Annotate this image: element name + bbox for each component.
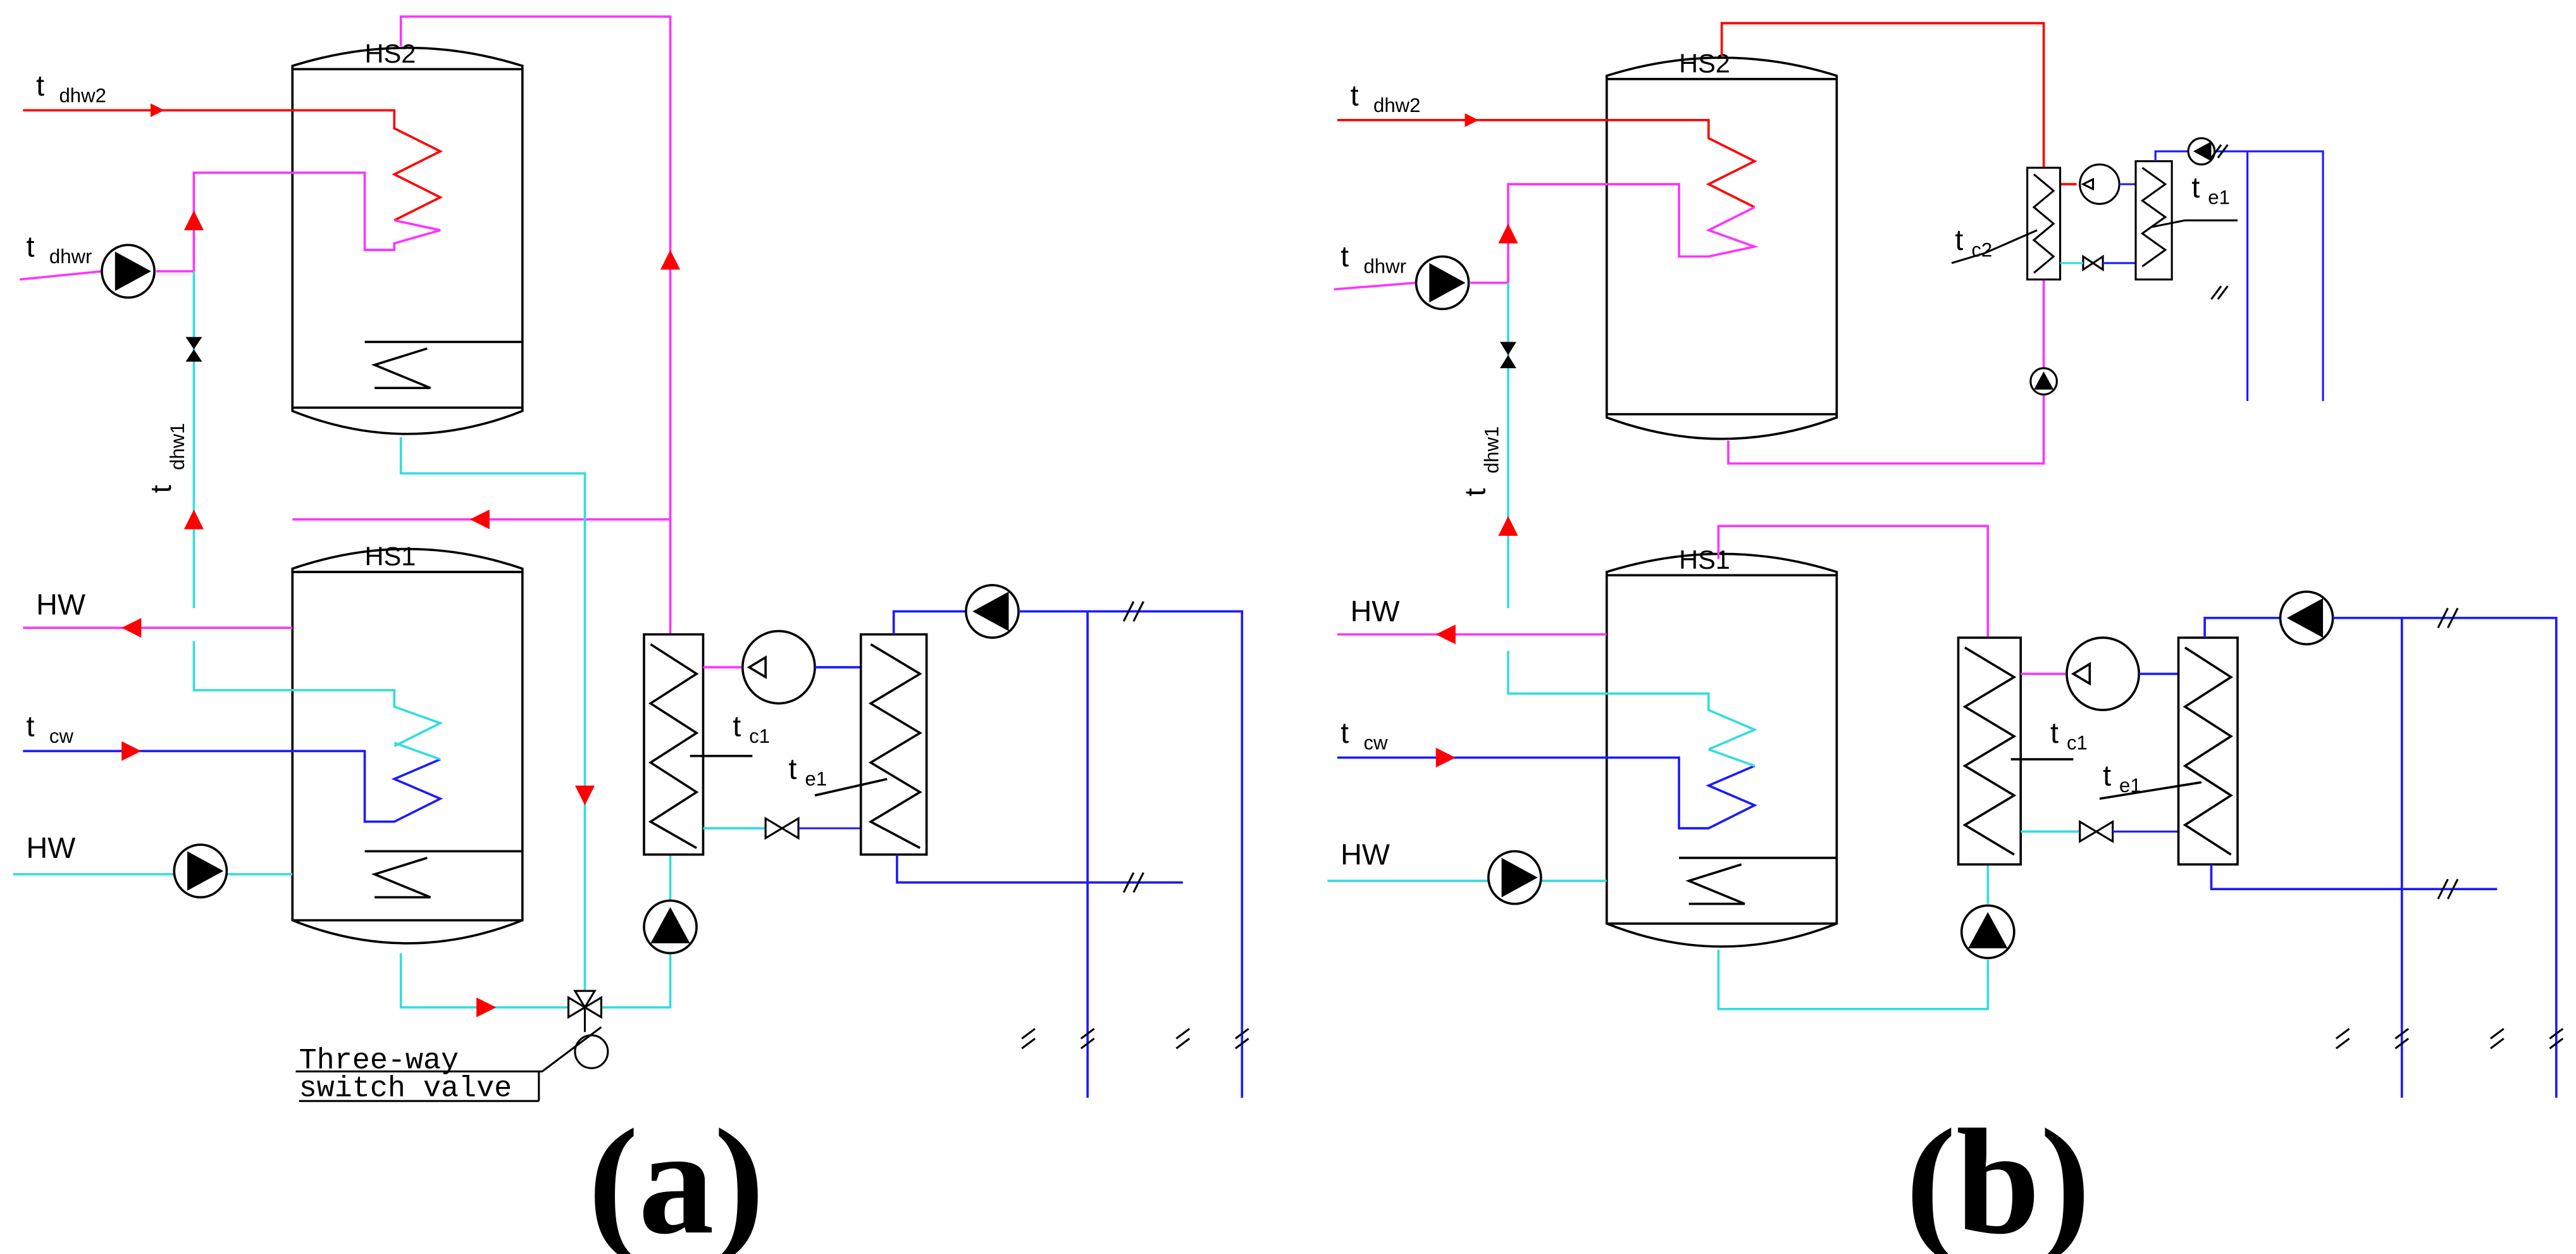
label-t-e1-a: t (789, 752, 797, 785)
dhw1-riser-a (192, 271, 443, 747)
valve-dhw1-b (1500, 342, 1516, 368)
valve-dhw1-a (185, 337, 202, 362)
arrow-right-valve-a (476, 997, 497, 1017)
return-lines-a (399, 437, 672, 1009)
valve-label-line1-a: Three-way (299, 1044, 459, 1077)
label-cw-b: cw (1363, 731, 1388, 754)
label-t-c1-b: t (2050, 716, 2059, 749)
caption-b: (b) (1905, 1098, 2090, 1254)
label-c2-b: c2 (1971, 239, 1992, 261)
label-hs1-a: HS1 (365, 542, 416, 571)
label-e1-b: e1 (2119, 774, 2141, 797)
tank-hs1-a (291, 547, 524, 945)
label-dhw2-a: dhw2 (59, 84, 106, 106)
label-t-e1-b: t (2103, 759, 2111, 792)
label-t-dhw2-a: t (36, 69, 44, 102)
label-hs1-b: HS1 (1679, 545, 1730, 574)
arrow-left-hs1-a (469, 509, 490, 530)
expansion-valve-b (2079, 819, 2179, 843)
ground-breaks-a (1021, 601, 1249, 1050)
arrow-hw-b (1435, 624, 1456, 645)
pump-condenser-b (1960, 904, 2016, 960)
condenser-c1-a (643, 633, 766, 856)
dhw1-riser-b (1507, 282, 1758, 751)
caption-a: (a) (588, 1098, 765, 1254)
label-cw-a: cw (49, 725, 74, 747)
label-e1-a: e1 (805, 768, 827, 790)
dhw-coil-hs2-b (1337, 113, 1759, 284)
label-t-c1-a: t (733, 710, 741, 743)
ground-loops-a (1019, 610, 1244, 1098)
condenser-c2-b (1951, 166, 2062, 281)
label-hw1-b: HW (1351, 595, 1400, 628)
panel-a: HS2 HS1 (13, 15, 1249, 1254)
hw-recirc-b (1327, 850, 1607, 905)
arrow-cw-b (1435, 747, 1456, 768)
ground-loops-b (2332, 616, 2558, 1098)
evaporator-e1-b (2099, 616, 2498, 891)
hw-recirc-a (13, 843, 293, 899)
arrow-up-hs2-a (660, 250, 681, 270)
tank-hs2-a (291, 46, 524, 435)
ground-breaks-b (2210, 144, 2564, 1050)
label-t-dhw1-a: t (144, 485, 177, 493)
arrow-up-2-b (1498, 516, 1518, 536)
arrow-down-valve-a (574, 785, 595, 805)
label-hw1-a: HW (36, 588, 85, 621)
label-t-dhwr-a: t (27, 230, 35, 263)
label-dhwr-b: dhwr (1363, 255, 1406, 277)
tank-hs2-b (1605, 56, 1838, 440)
panel-b: HS2 HS1 (1327, 22, 2564, 1254)
cw-inlet-a (23, 742, 443, 823)
evaporator-small-b (2134, 150, 2324, 401)
expansion-valve-a (764, 816, 861, 840)
label-hw2-b: HW (1341, 838, 1390, 871)
dhw-coil-hs2-a (23, 103, 443, 273)
label-t-cw-a: t (27, 710, 35, 743)
arrow-up-1-b (1498, 223, 1518, 244)
pump-condenser-a (643, 899, 698, 955)
pump-dhwr-a (19, 244, 156, 299)
tank-hs1-b (1605, 552, 1838, 948)
label-c1-a: c1 (749, 725, 770, 747)
pump-ground-a (965, 583, 1020, 639)
pump-hs2-b (2029, 367, 2058, 396)
label-dhw2-b: dhw2 (1373, 94, 1420, 116)
arrow-cw-a (121, 741, 142, 761)
label-dhw1-a: dhw1 (166, 423, 189, 470)
evaporator-e1-a (814, 610, 1183, 884)
hs1-charge-loop-b (1717, 525, 1990, 1010)
hs2-charge-loop-b (1720, 22, 2077, 465)
cw-inlet-b (1337, 748, 1757, 829)
compressor-small-b (2060, 163, 2136, 272)
label-c1-b: c1 (2067, 731, 2088, 754)
arrow-hw-a (121, 618, 142, 638)
pump-dhwr-b (1334, 255, 1470, 311)
condenser-c1-b (1957, 636, 2080, 866)
arrow-up-2-a (183, 509, 204, 530)
label-hs2-a: HS2 (365, 39, 416, 68)
label-t-c2-b: t (1955, 223, 1963, 256)
label-dhwr-a: dhwr (49, 245, 92, 268)
label-dhw1-b: dhw1 (1480, 426, 1502, 473)
label-t-dhwr-b: t (1341, 240, 1349, 273)
label-e1-small-b: e1 (2208, 186, 2230, 208)
valve-label-line2-a: switch valve (299, 1072, 512, 1105)
compressor-a (741, 630, 861, 705)
label-t-e1-small-b: t (2191, 171, 2200, 204)
label-t-dhw1-b: t (1459, 488, 1492, 497)
label-t-dhw2-b: t (1351, 78, 1359, 111)
arrow-up-1-a (183, 210, 204, 230)
pump-ground-small-b (2187, 137, 2216, 166)
label-t-cw-b: t (1341, 716, 1349, 749)
three-way-valve-a (295, 990, 609, 1102)
pump-ground-b (2279, 590, 2334, 646)
compressor-b (2065, 636, 2179, 711)
label-hw2-a: HW (27, 831, 76, 864)
